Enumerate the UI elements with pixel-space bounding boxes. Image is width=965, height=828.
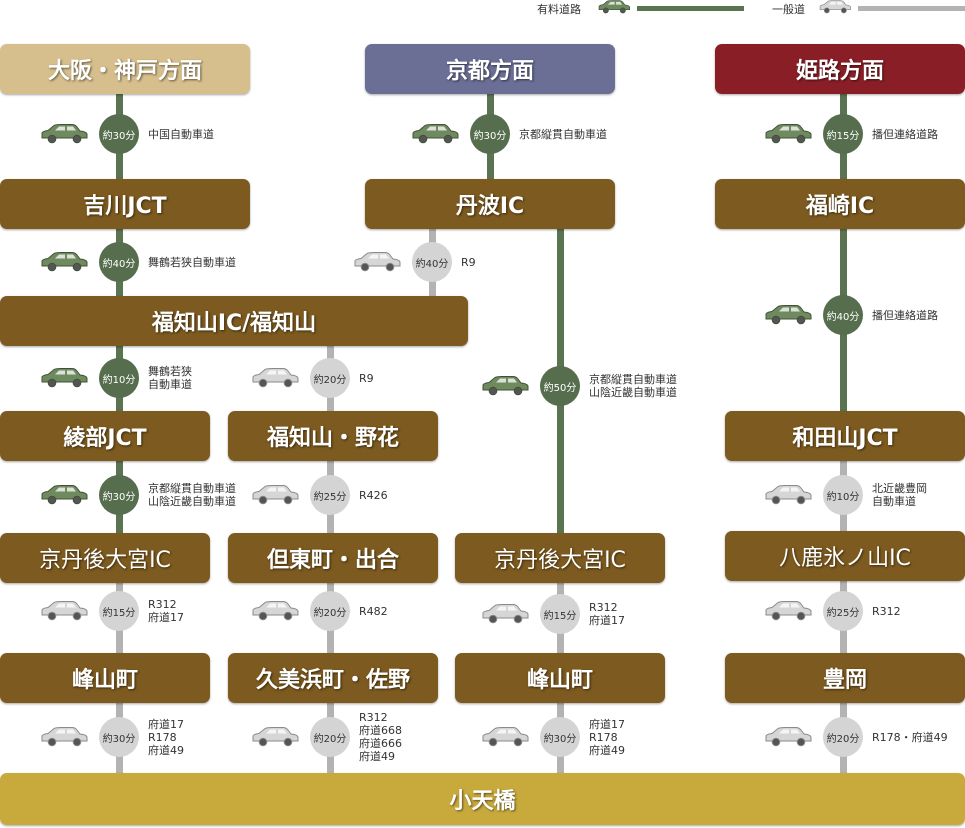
node-toyooka: 豊岡 bbox=[725, 653, 965, 703]
car-icon-green bbox=[39, 251, 89, 273]
travel-time-badge: 約15分 bbox=[540, 594, 580, 634]
travel-time-badge: 約20分 bbox=[310, 717, 350, 757]
travel-time-badge: 約40分 bbox=[99, 242, 139, 282]
legend-general-line bbox=[858, 6, 965, 11]
road-name-label: 京都縦貫自動車道山陰近畿自動車道 bbox=[148, 482, 236, 508]
travel-time-badge: 約40分 bbox=[823, 295, 863, 335]
car-icon-gray bbox=[250, 367, 300, 389]
node-wadayama-jct: 和田山JCT bbox=[725, 411, 965, 461]
road-name-label: R312 bbox=[872, 604, 901, 618]
car-icon-gray bbox=[480, 726, 530, 748]
legend-general-label: 一般道 bbox=[772, 3, 805, 16]
car-icon-gray bbox=[763, 726, 813, 748]
travel-time-badge: 約15分 bbox=[99, 591, 139, 631]
road-name-label: R178・府道49 bbox=[872, 730, 948, 744]
node-tanto-deai: 但東町・出合 bbox=[228, 533, 438, 583]
car-icon-green bbox=[763, 123, 813, 145]
origin-himeji: 姫路方面 bbox=[715, 44, 965, 94]
road-name-label: 舞鶴若狭自動車道 bbox=[148, 255, 236, 269]
origin-kyoto: 京都方面 bbox=[365, 44, 615, 94]
road-name-label: R426 bbox=[359, 488, 388, 502]
destination-shotenkyo: 小天橋 bbox=[0, 773, 965, 825]
legend-general-car-icon bbox=[818, 0, 852, 15]
road-name-label: R9 bbox=[461, 255, 476, 269]
node-fukuchiyama-ic: 福知山IC/福知山 bbox=[0, 296, 468, 346]
road-name-label: R9 bbox=[359, 371, 374, 385]
car-icon-gray bbox=[352, 251, 402, 273]
node-fukusaki-ic: 福崎IC bbox=[715, 179, 965, 229]
travel-time-badge: 約20分 bbox=[310, 591, 350, 631]
travel-time-badge: 約30分 bbox=[99, 114, 139, 154]
road-name-label: 京都縦貫自動車道 bbox=[519, 127, 607, 141]
travel-time-badge: 約30分 bbox=[99, 475, 139, 515]
car-icon-green bbox=[39, 367, 89, 389]
road-name-label: 舞鶴若狭自動車道 bbox=[148, 365, 192, 391]
legend-toll-label: 有料道路 bbox=[537, 3, 581, 16]
road-name-label: R482 bbox=[359, 604, 388, 618]
travel-time-badge: 約10分 bbox=[99, 358, 139, 398]
car-icon-gray bbox=[763, 484, 813, 506]
node-kumihama-sano: 久美浜町・佐野 bbox=[228, 653, 438, 703]
car-icon-gray bbox=[39, 726, 89, 748]
car-icon-green bbox=[763, 304, 813, 326]
car-icon-gray bbox=[250, 484, 300, 506]
node-kyotango-omiya-ic-1: 京丹後大宮IC bbox=[0, 533, 210, 583]
road-name-label: 播但連絡道路 bbox=[872, 308, 938, 322]
travel-time-badge: 約10分 bbox=[823, 475, 863, 515]
origin-osaka-kobe: 大阪・神戸方面 bbox=[0, 44, 250, 94]
travel-time-badge: 約30分 bbox=[470, 114, 510, 154]
car-icon-gray bbox=[480, 603, 530, 625]
node-yoshikawa-jct: 吉川JCT bbox=[0, 179, 250, 229]
road-name-label: 中国自動車道 bbox=[148, 127, 214, 141]
car-icon-gray bbox=[39, 600, 89, 622]
node-mineyama-1: 峰山町 bbox=[0, 653, 210, 703]
car-icon-green bbox=[39, 484, 89, 506]
road-name-label: 播但連絡道路 bbox=[872, 127, 938, 141]
travel-time-badge: 約25分 bbox=[310, 475, 350, 515]
car-icon-green bbox=[410, 123, 460, 145]
travel-time-badge: 約25分 bbox=[823, 591, 863, 631]
node-yoka-hyonosen-ic: 八鹿氷ノ山IC bbox=[725, 531, 965, 581]
travel-time-badge: 約20分 bbox=[823, 717, 863, 757]
car-icon-green bbox=[39, 123, 89, 145]
node-ayabe-jct: 綾部JCT bbox=[0, 411, 210, 461]
travel-time-badge: 約20分 bbox=[310, 358, 350, 398]
travel-time-badge: 約40分 bbox=[412, 242, 452, 282]
node-tamba-ic: 丹波IC bbox=[365, 179, 615, 229]
travel-time-badge: 約50分 bbox=[540, 366, 580, 406]
node-fukuchiyama-nobana: 福知山・野花 bbox=[228, 411, 438, 461]
car-icon-green bbox=[480, 375, 530, 397]
car-icon-gray bbox=[250, 726, 300, 748]
node-kyotango-omiya-ic-2: 京丹後大宮IC bbox=[455, 533, 665, 583]
road-name-label: 京都縦貫自動車道山陰近畿自動車道 bbox=[589, 373, 677, 399]
travel-time-badge: 約30分 bbox=[99, 717, 139, 757]
travel-time-badge: 約30分 bbox=[540, 717, 580, 757]
legend-toll-car-icon bbox=[597, 0, 631, 15]
car-icon-gray bbox=[763, 600, 813, 622]
legend-toll-line bbox=[637, 6, 744, 11]
node-mineyama-2: 峰山町 bbox=[455, 653, 665, 703]
travel-time-badge: 約15分 bbox=[823, 114, 863, 154]
car-icon-gray bbox=[250, 600, 300, 622]
road-name-label: 北近畿豊岡自動車道 bbox=[872, 482, 927, 508]
